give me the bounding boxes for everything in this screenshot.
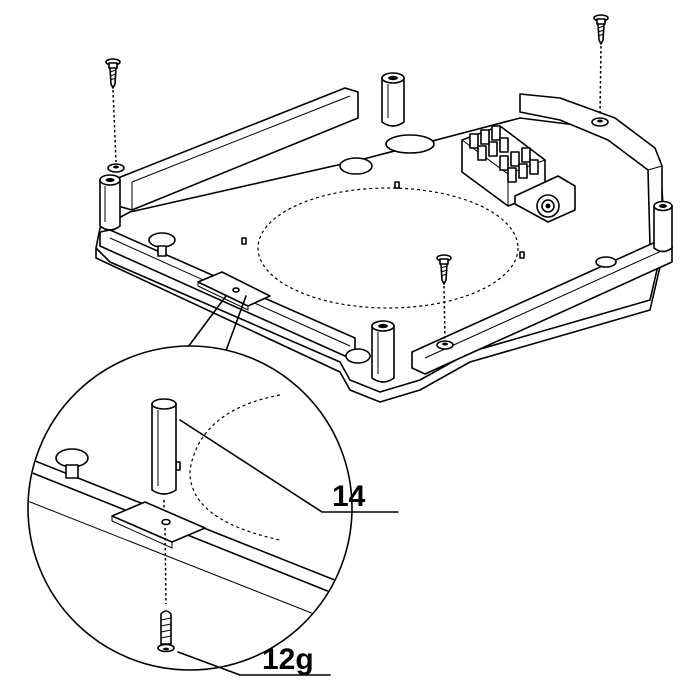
keyhole-slot-right [595, 256, 617, 268]
leader-line-12g [177, 651, 331, 676]
cable-gland-bracket [514, 175, 576, 223]
pillar-top [381, 72, 405, 127]
keyhole-slot-top [339, 134, 435, 175]
screw-top-left [105, 58, 121, 163]
keyhole-slot-left [148, 232, 176, 257]
leader-line-14 [179, 419, 399, 513]
screw-top-right [593, 14, 609, 117]
mounting-hole-front [345, 348, 371, 364]
small-slots [241, 181, 525, 259]
pillar-front [371, 320, 395, 383]
callout-label-14: 14 [332, 480, 366, 513]
washer-left [107, 163, 125, 173]
pillar-right [653, 200, 673, 253]
washer-right [591, 117, 609, 127]
rotation-circle-outline [257, 187, 519, 309]
terminal-block [461, 125, 546, 207]
washer-front [436, 340, 454, 350]
bracket-tab [197, 271, 271, 311]
pillar-left [99, 174, 121, 231]
callout-label-12g: 12g [262, 643, 314, 676]
detail-magnifier [27, 295, 353, 671]
screw-center [436, 254, 452, 341]
